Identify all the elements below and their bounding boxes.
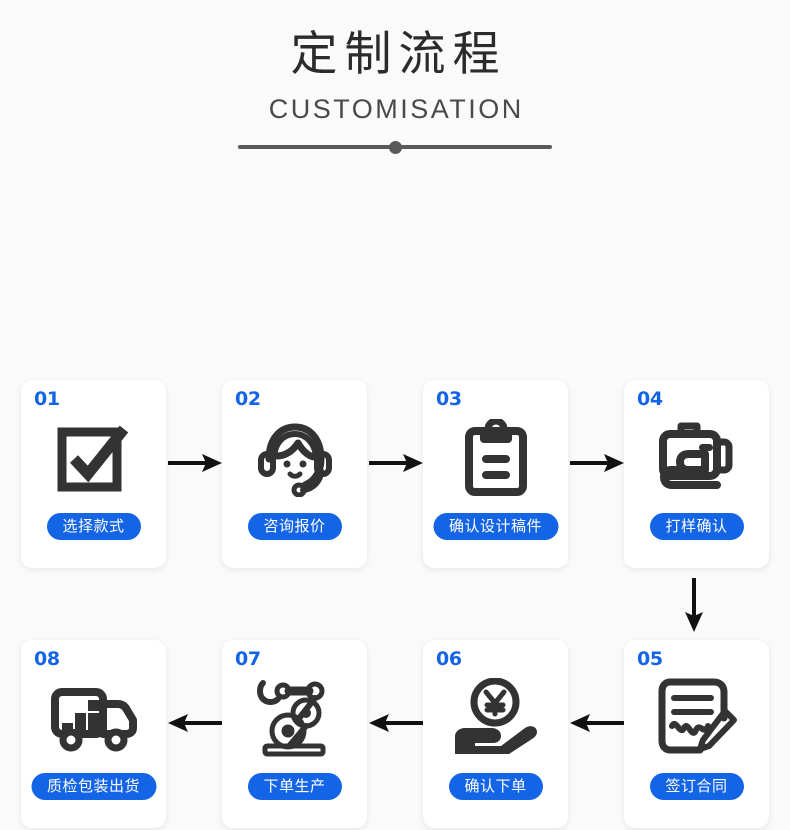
step-label-pill[interactable]: 质检包装出货 (30, 773, 157, 800)
headset-support-icon (222, 412, 367, 504)
arrow-right-icon (369, 452, 423, 474)
contract-signing-icon (624, 672, 769, 764)
step-number: 06 (436, 648, 462, 670)
step-label-pill[interactable]: 选择款式 (46, 513, 141, 540)
flow-row-bottom: 08 质检包装出货 07 (0, 640, 790, 830)
page-header: 定制流程 CUSTOMISATION (0, 0, 790, 154)
flow-step-card-01[interactable]: 01 选择款式 (21, 380, 166, 568)
step-number: 07 (235, 648, 261, 670)
arrow-left-icon (369, 712, 423, 734)
step-number: 08 (34, 648, 60, 670)
arrow-down-icon (683, 578, 705, 632)
step-label-pill[interactable]: 咨询报价 (247, 513, 342, 540)
delivery-truck-icon (21, 672, 166, 764)
page-subtitle: CUSTOMISATION (268, 94, 524, 124)
step-number: 01 (34, 388, 60, 410)
arrow-left-icon (168, 712, 222, 734)
robot-arm-icon (222, 672, 367, 764)
arrow-right-icon (168, 452, 222, 474)
flow-row-top: 01 选择款式 02 (0, 380, 790, 570)
step-number: 02 (235, 388, 261, 410)
step-number: 04 (637, 388, 663, 410)
flow-step-card-02[interactable]: 02 咨询报价 (222, 380, 367, 568)
flow-step-card-03[interactable]: 03 确认设计稿件 (423, 380, 568, 568)
clipboard-icon (423, 412, 568, 504)
header-divider (0, 140, 790, 154)
step-label-pill[interactable]: 确认设计稿件 (432, 513, 559, 540)
flow-step-card-07[interactable]: 07 下单生产 (222, 640, 367, 828)
arrow-left-icon (570, 712, 624, 734)
flow-step-card-05[interactable]: 05 签订合同 (624, 640, 769, 828)
step-number: 03 (436, 388, 462, 410)
step-label-pill[interactable]: 打样确认 (649, 513, 744, 540)
arrow-right-icon (570, 452, 624, 474)
hand-yen-coin-icon (423, 672, 568, 764)
step-label-pill[interactable]: 确认下单 (448, 773, 543, 800)
checkbox-check-icon (21, 412, 166, 504)
divider-dot-icon (388, 140, 402, 154)
step-label-pill[interactable]: 签订合同 (649, 773, 744, 800)
step-label-pill[interactable]: 下单生产 (247, 773, 342, 800)
page-title: 定制流程 (290, 27, 507, 82)
step-number: 05 (637, 648, 663, 670)
flow-step-card-04[interactable]: 04 打样确认 (624, 380, 769, 568)
flow-step-card-08[interactable]: 08 质检包装出货 (21, 640, 166, 828)
sewing-machine-icon (624, 412, 769, 504)
flow-step-card-06[interactable]: 06 确认下单 (423, 640, 568, 828)
